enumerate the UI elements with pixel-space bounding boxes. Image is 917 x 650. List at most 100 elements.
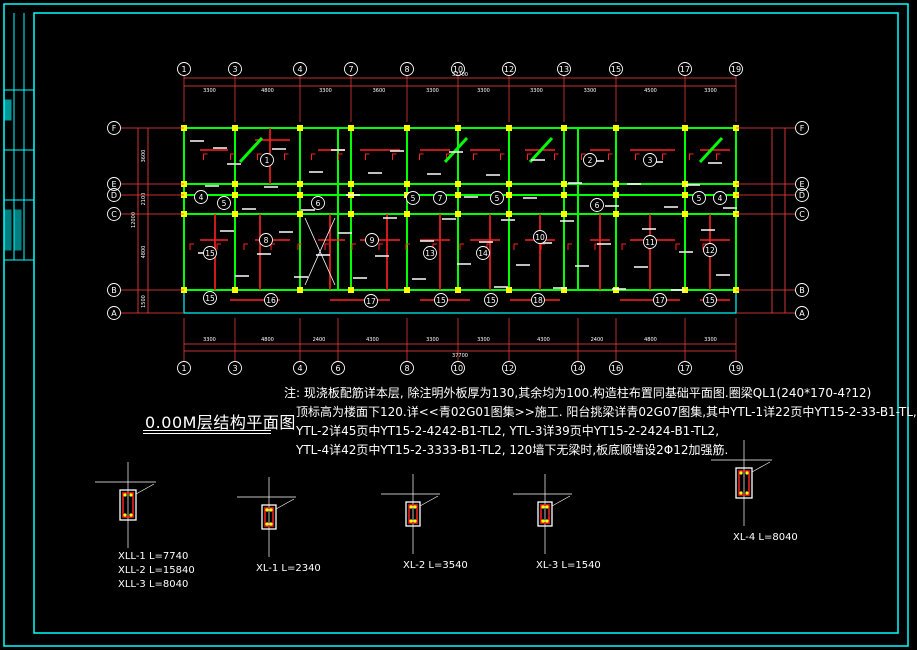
outer-frame	[3, 3, 909, 647]
rebar-hook	[702, 243, 707, 250]
slab-number-circle	[692, 191, 706, 205]
annotation-tick	[464, 196, 478, 198]
column	[232, 192, 238, 198]
annotation-tick	[457, 263, 471, 265]
annotation-tick	[227, 163, 241, 165]
axis-bubble-bottom	[228, 361, 242, 375]
slab-number-circle	[713, 191, 727, 205]
axis-bubble-bottom-label: 8	[404, 364, 409, 373]
plan-title: 0.00M层结构平面图	[145, 413, 296, 432]
slab-number: 12	[705, 246, 715, 255]
detail-xll-leader	[135, 483, 155, 495]
axis-bubble-top	[177, 62, 191, 76]
slab-number: 4	[199, 193, 204, 202]
inner-frame	[33, 12, 899, 634]
axis-bubble-bottom-label: 6	[335, 364, 340, 373]
annotation-tick	[442, 218, 456, 220]
axis-bubble-bottom	[331, 361, 345, 375]
slab-number: 13	[425, 249, 435, 258]
axis-bubble-bottom	[451, 361, 465, 375]
slab-number: 16	[266, 296, 276, 305]
slab-number-circle	[484, 293, 498, 307]
annotation-tick	[412, 278, 426, 280]
annotation-tick	[716, 274, 730, 276]
rebar-hook	[203, 153, 208, 160]
annotation-tick	[634, 266, 648, 268]
detail-xl3-bar	[541, 505, 545, 509]
rebar-hook	[257, 153, 262, 160]
column	[613, 192, 619, 198]
detail-label-xll3: XLL-3 L=8040	[118, 579, 189, 590]
column	[613, 181, 619, 187]
axis-bubble-top-label: 3	[232, 65, 237, 74]
detail-xl1-bar	[269, 522, 273, 526]
detail-xl4-bar	[739, 491, 743, 495]
slab-number-circle	[703, 243, 717, 257]
top-dim-text: 3300	[319, 88, 332, 94]
slab-number: 15	[486, 296, 496, 305]
annotation-tick	[612, 288, 626, 290]
slab-number-circle	[203, 291, 217, 305]
column	[348, 181, 354, 187]
column	[682, 192, 688, 198]
detail-xl3-bar	[541, 519, 545, 523]
top-dim-text: 3300	[203, 88, 216, 94]
annotation-tick	[264, 186, 278, 188]
annotation-tick	[479, 241, 493, 243]
rebar-hook	[378, 243, 383, 250]
detail-xll-bar	[123, 493, 127, 497]
annotation-tick	[538, 242, 552, 244]
annotation-tick	[486, 174, 500, 176]
annotation-tick	[375, 255, 389, 257]
axis-bubble-left	[107, 121, 121, 135]
axis-bubble-bottom-label: 12	[504, 364, 514, 373]
rebar-hook	[338, 153, 343, 160]
annotation-tick	[701, 229, 715, 231]
axis-bubble-top-label: 19	[731, 65, 741, 74]
slab-number-circle	[643, 235, 657, 249]
axis-bubble-bottom-label: 17	[680, 364, 690, 373]
axis-bubble-top-label: 8	[404, 65, 409, 74]
axis-bubble-left	[107, 283, 121, 297]
annotation-tick	[501, 219, 515, 221]
detail-xl1-section	[261, 504, 277, 530]
axis-bubble-bottom	[502, 361, 516, 375]
axis-bubble-right-label: C	[799, 210, 805, 219]
rebar-hook	[608, 153, 613, 160]
slab-number-circle	[406, 191, 420, 205]
detail-xl2-bar	[409, 519, 413, 523]
detail-xl2-stirrup	[408, 504, 418, 524]
detail-label-xl3: XL-3 L=1540	[536, 560, 601, 571]
bottom-dim-text: 3300	[704, 337, 717, 343]
detail-xl1-bar	[265, 522, 269, 526]
axis-bubble-bottom	[609, 361, 623, 375]
annotation-tick	[590, 160, 604, 162]
detail-xll-bar	[123, 513, 127, 517]
left-dim-text: 1500	[141, 295, 147, 308]
bottom-dim-text: 3300	[203, 337, 216, 343]
slab-number: 15	[205, 294, 215, 303]
slab-number-circle	[203, 246, 217, 260]
slab-number: 17	[655, 296, 665, 305]
slab-number: 10	[535, 233, 545, 242]
slab-number-circle	[531, 293, 545, 307]
annotation-tick	[523, 197, 537, 199]
axis-bubble-right	[795, 177, 809, 191]
diagonal-rebar	[698, 136, 724, 164]
note-line-4: YTL-4详42页中YT15-2-3333-B1-TL2, 120墙下无梁时,板…	[296, 443, 729, 457]
annotation-tick	[346, 194, 360, 196]
axis-bubble-bottom	[400, 361, 414, 375]
slab-number-circle	[194, 190, 208, 204]
column	[506, 192, 512, 198]
axis-bubble-top	[228, 62, 242, 76]
rebar-hook	[270, 243, 275, 250]
plan-title-underline-2	[143, 433, 271, 434]
annotation-tick	[686, 184, 700, 186]
left-dim-text: 2100	[141, 193, 147, 206]
bottom-dim-text: 4800	[261, 337, 274, 343]
top-dim-text: 3300	[530, 88, 543, 94]
slab-number-circle	[217, 196, 231, 210]
annotation-tick	[679, 251, 693, 253]
